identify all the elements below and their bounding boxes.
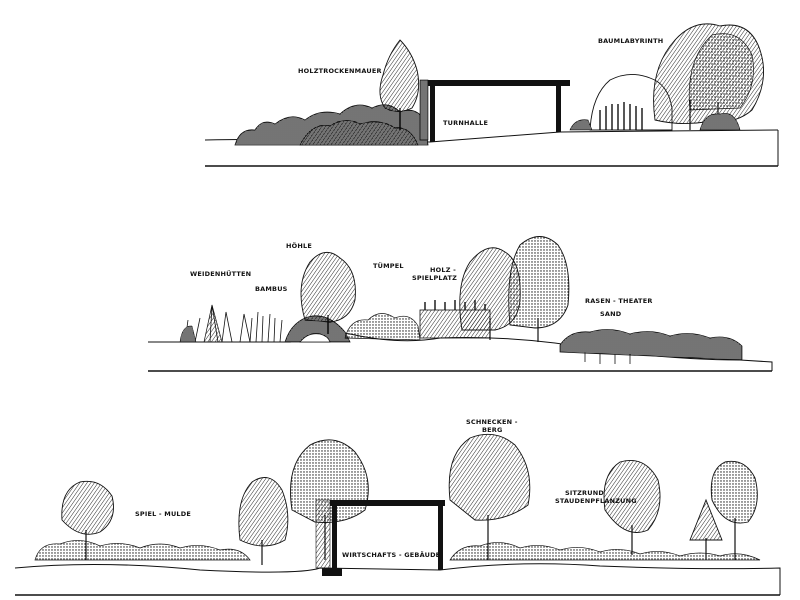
tree-right-3c bbox=[710, 460, 758, 560]
tree-schneckenberg bbox=[448, 433, 531, 560]
tree-mid-3a bbox=[238, 477, 289, 565]
label-holzspielplatz: HOLZ - SPIELPLATZ bbox=[412, 266, 457, 282]
label-sitzrund-line1: SITZRUND bbox=[565, 489, 604, 497]
label-rasentheater: RASEN - THEATER bbox=[585, 297, 653, 305]
shrubs-left-3 bbox=[34, 540, 251, 561]
label-sitzrund: SITZRUND STAUDENPFLANZUNG bbox=[555, 489, 637, 505]
trees-cluster-2 bbox=[459, 236, 570, 342]
label-schneckenberg-line1: SCHNECKEN - bbox=[466, 418, 518, 426]
ground-line-3 bbox=[14, 563, 781, 596]
bambus-shapes bbox=[249, 311, 283, 343]
tree-conifer-1 bbox=[379, 39, 420, 130]
label-spielmulde: SPIEL - MULDE bbox=[135, 510, 191, 518]
section-1 bbox=[204, 23, 779, 167]
label-sand: SAND bbox=[600, 310, 622, 318]
label-tuempel: TÜMPEL bbox=[373, 262, 404, 270]
shrubs-right-3 bbox=[449, 542, 761, 561]
label-schneckenberg: SCHNECKEN - BERG bbox=[466, 418, 518, 434]
label-sitzrund-line2: STAUDENPFLANZUNG bbox=[555, 497, 637, 505]
label-wirtschaftsgebaeude: WIRTSCHAFTS - GEBÄUDE bbox=[342, 551, 441, 559]
label-baumlabyrinth: BAUMLABYRINTH bbox=[598, 37, 664, 45]
label-holztrockenmauer: HOLZTROCKENMAUER bbox=[298, 67, 382, 75]
label-bambus: BAMBUS bbox=[255, 285, 288, 293]
label-weidenhuetten: WEIDENHÜTTEN bbox=[190, 270, 252, 278]
label-holzspielplatz-line1: HOLZ - bbox=[430, 266, 456, 274]
baumlabyrinth-trees bbox=[569, 23, 765, 131]
label-hoehle: HÖHLE bbox=[286, 242, 312, 250]
weidenhuetten-shapes bbox=[179, 304, 251, 343]
tree-right-3a bbox=[603, 460, 661, 555]
section-3 bbox=[14, 433, 781, 596]
rasentheater-hedges bbox=[559, 329, 743, 364]
wirtschaftsgebaeude-frame bbox=[315, 499, 445, 576]
tree-right-3b bbox=[689, 498, 723, 560]
section-2 bbox=[148, 236, 773, 372]
hoehle-mound bbox=[284, 315, 351, 343]
label-schneckenberg-line2: BERG bbox=[482, 426, 503, 434]
shrubs-tuempel bbox=[344, 313, 421, 341]
turnhalle-frame bbox=[419, 79, 570, 142]
label-turnhalle: TURNHALLE bbox=[443, 119, 489, 127]
tree-hoehle bbox=[300, 252, 356, 334]
label-holzspielplatz-line2: SPIELPLATZ bbox=[412, 274, 458, 282]
